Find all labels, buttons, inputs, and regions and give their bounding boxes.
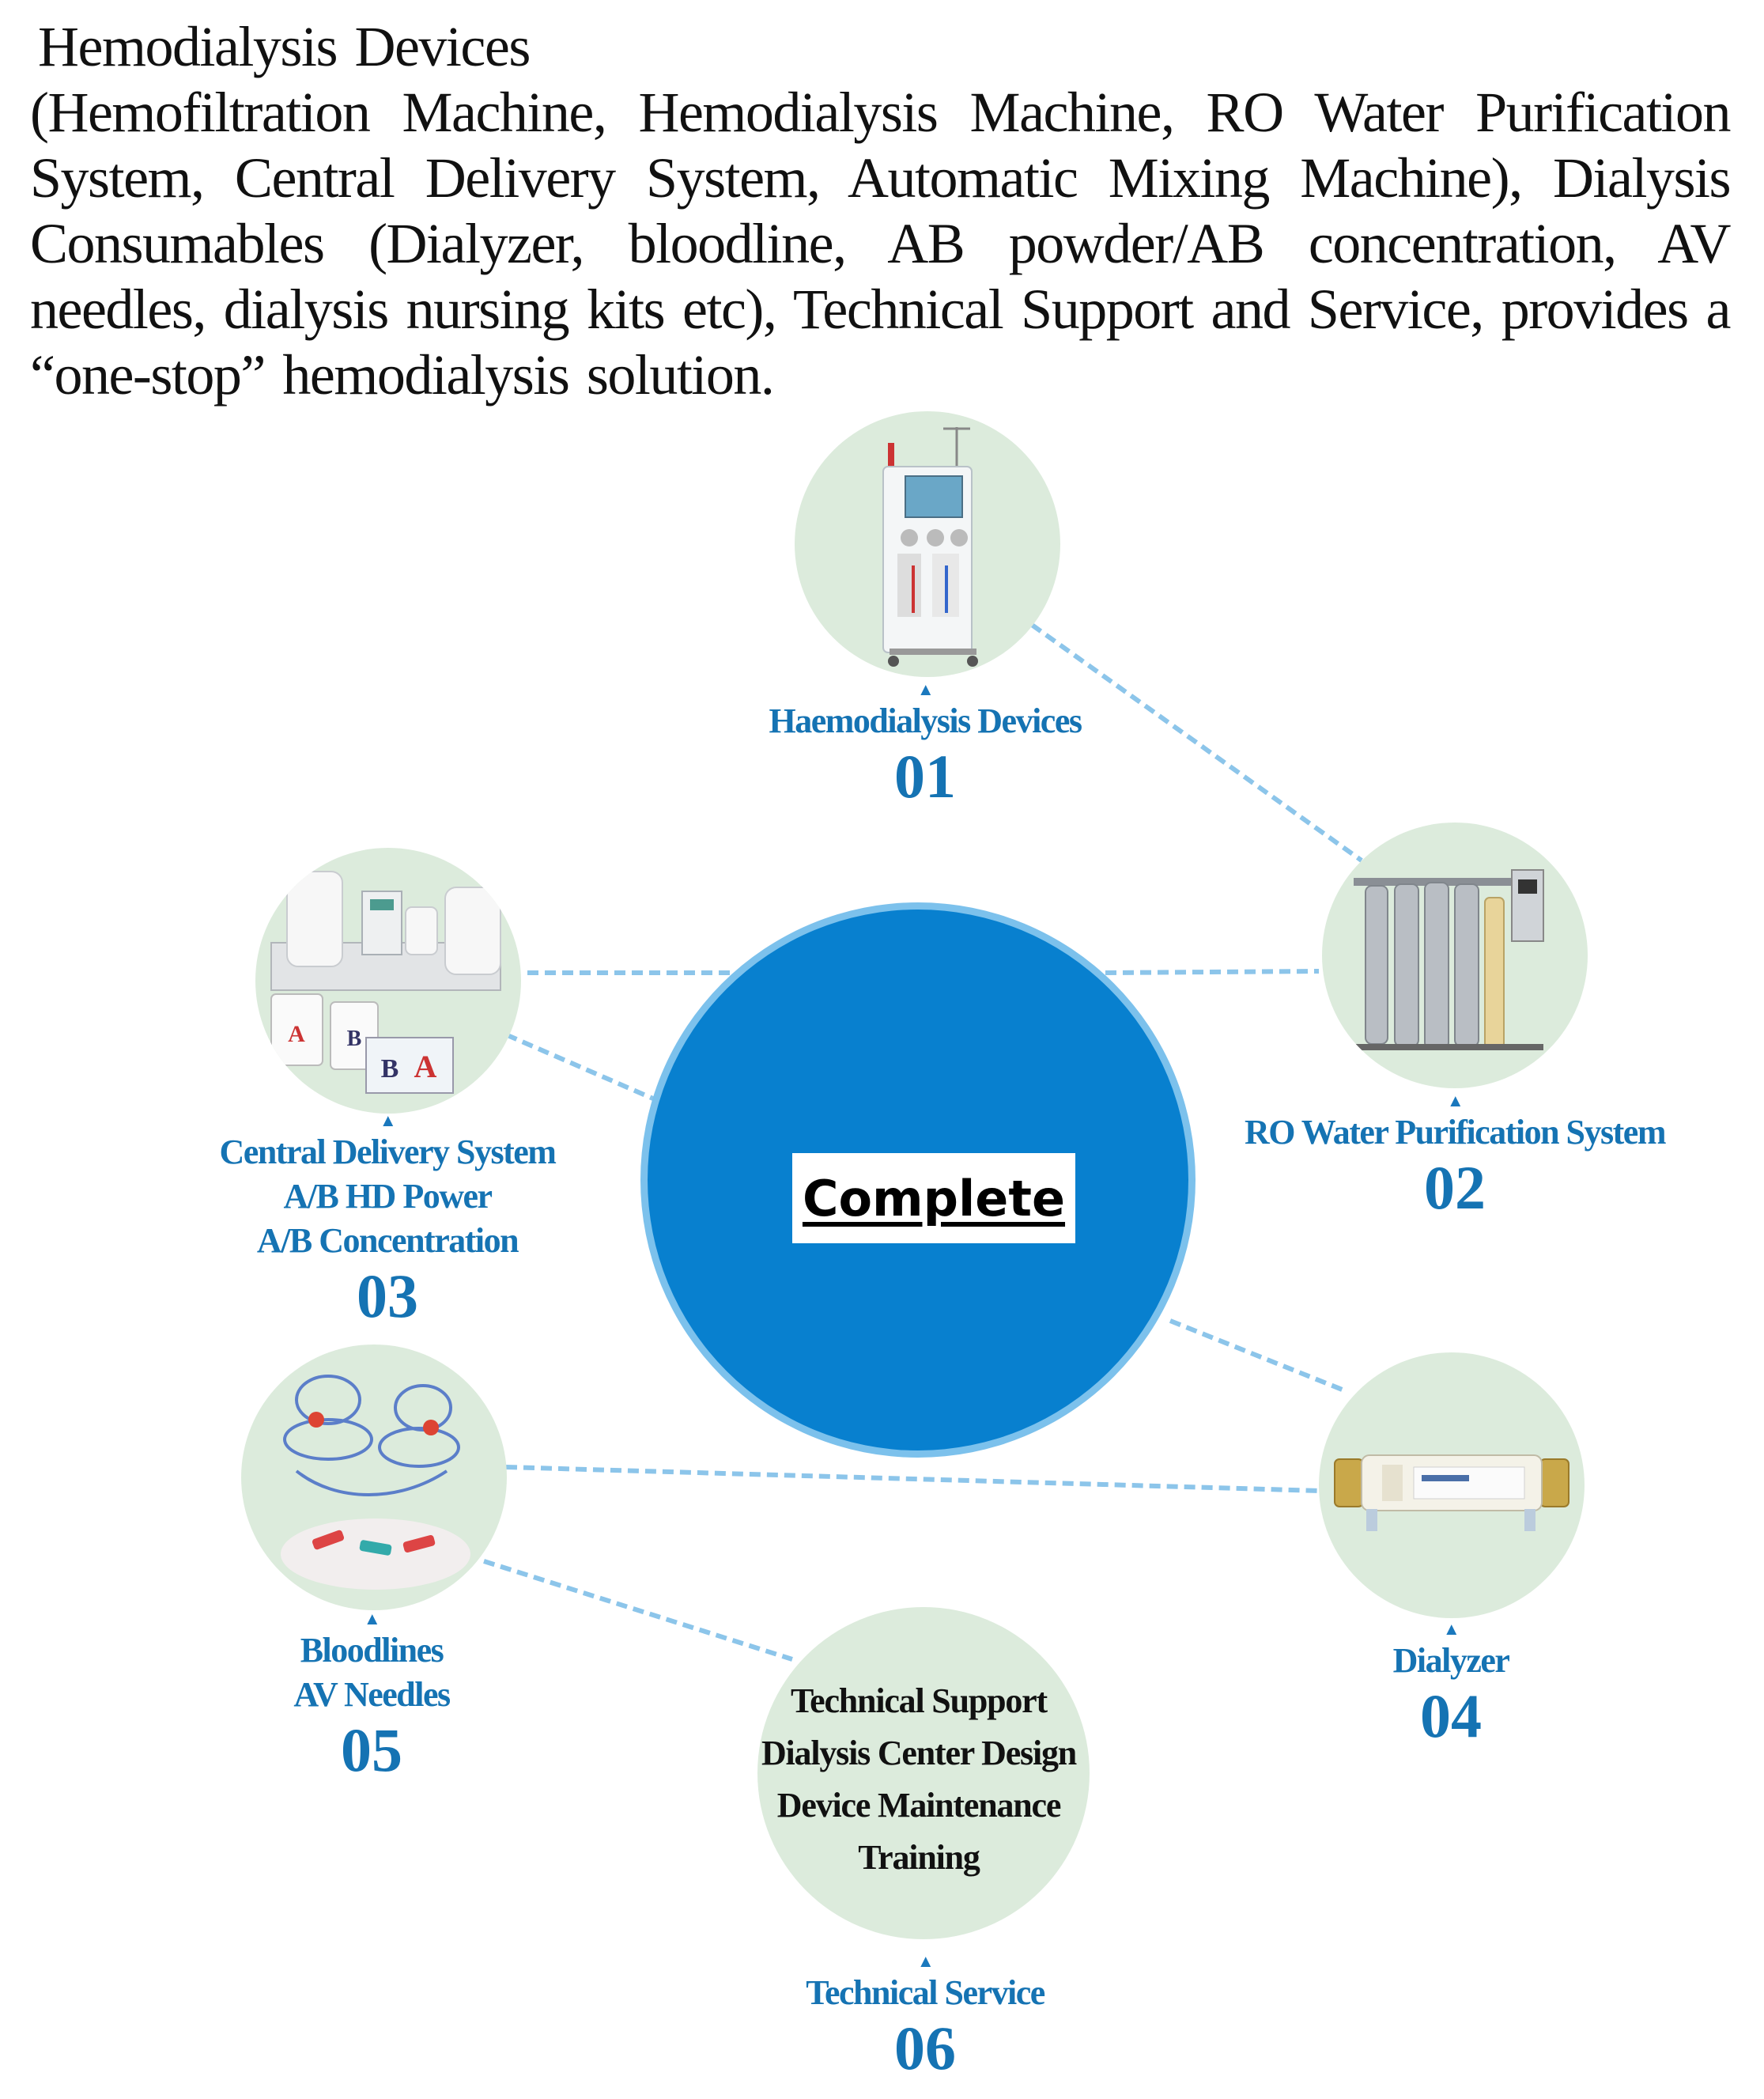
service-item-technical-support: Technical Support xyxy=(791,1681,1048,1720)
caption-05: ▲ Bloodlines AV Needles 05 xyxy=(206,1609,538,1783)
hemodialysis-machine-icon xyxy=(882,427,978,667)
service-items: Technical Support Dialysis Center Design… xyxy=(753,1675,1085,1884)
caption-02-number: 02 xyxy=(1424,1153,1486,1222)
caption-04-title: Dialyzer xyxy=(1392,1641,1510,1680)
dialyzer-icon xyxy=(1334,1454,1569,1531)
connector-center-02 xyxy=(1105,969,1320,975)
pointer-triangle-icon: ▲ xyxy=(916,679,935,699)
service-item-center-design: Dialysis Center Design xyxy=(761,1734,1077,1772)
connector-center-04 xyxy=(1169,1318,1346,1393)
svg-text:A: A xyxy=(288,1021,305,1047)
connector-01-02 xyxy=(1030,622,1363,863)
service-item-training: Training xyxy=(858,1838,980,1877)
caption-03-line-2: A/B HD Power xyxy=(283,1177,493,1216)
pointer-triangle-icon: ▲ xyxy=(379,1110,397,1130)
caption-03: ▲ Central Delivery System A/B HD Power A… xyxy=(198,1111,577,1329)
caption-05-number: 05 xyxy=(341,1715,402,1784)
pointer-triangle-icon: ▲ xyxy=(1446,1091,1464,1110)
svg-text:B: B xyxy=(381,1054,399,1084)
central-delivery-tanks-icon: A B B A xyxy=(270,871,501,1094)
caption-04-number: 04 xyxy=(1420,1681,1482,1750)
center-label: Complete xyxy=(792,1153,1075,1243)
service-item-device-maintenance: Device Maintenance xyxy=(776,1786,1062,1825)
caption-01-number: 01 xyxy=(894,742,956,811)
node-haemodialysis-devices xyxy=(795,411,1060,677)
node-ro-water-purification xyxy=(1322,823,1588,1088)
caption-02: ▲ RO Water Purification System 02 xyxy=(1233,1091,1676,1221)
svg-text:B: B xyxy=(347,1027,362,1051)
caption-03-number: 03 xyxy=(357,1261,418,1330)
caption-03-line-3: A/B Concentration xyxy=(256,1221,519,1260)
svg-text:A: A xyxy=(414,1049,437,1084)
node-central-delivery-system: A B B A xyxy=(255,848,521,1114)
node-dialyzer xyxy=(1319,1352,1585,1618)
caption-01: ▲ Haemodialysis Devices 01 xyxy=(712,680,1139,810)
intro-paragraph: Hemodialysis Devices (Hemofiltration Mac… xyxy=(30,14,1732,408)
bloodline-tubing-icon xyxy=(281,1375,470,1590)
intro-body: (Hemofiltration Machine, Hemodialysis Ma… xyxy=(30,81,1732,407)
pointer-triangle-icon: ▲ xyxy=(916,1951,935,1971)
caption-02-title: RO Water Purification System xyxy=(1245,1113,1666,1152)
pointer-triangle-icon: ▲ xyxy=(363,1609,381,1628)
node-bloodlines xyxy=(241,1344,507,1610)
connector-center-03b xyxy=(495,1028,662,1104)
caption-05-line-1: Bloodlines xyxy=(300,1631,444,1670)
connector-05-04 xyxy=(505,1465,1321,1493)
caption-06: ▲ Technical Service 06 xyxy=(712,1952,1139,2082)
pointer-triangle-icon: ▲ xyxy=(1442,1619,1460,1639)
caption-04: ▲ Dialyzer 04 xyxy=(1281,1620,1621,1749)
caption-05-line-2: AV Needles xyxy=(293,1675,451,1714)
intro-heading: Hemodialysis Devices xyxy=(38,15,531,78)
caption-03-line-1: Central Delivery System xyxy=(219,1133,557,1171)
caption-06-number: 06 xyxy=(894,2014,956,2082)
ro-water-system-icon xyxy=(1354,869,1544,1050)
caption-01-title: Haemodialysis Devices xyxy=(769,702,1082,740)
node-technical-service xyxy=(757,1607,1090,1939)
caption-06-title: Technical Service xyxy=(806,1973,1045,2012)
connector-05-06 xyxy=(483,1559,793,1662)
